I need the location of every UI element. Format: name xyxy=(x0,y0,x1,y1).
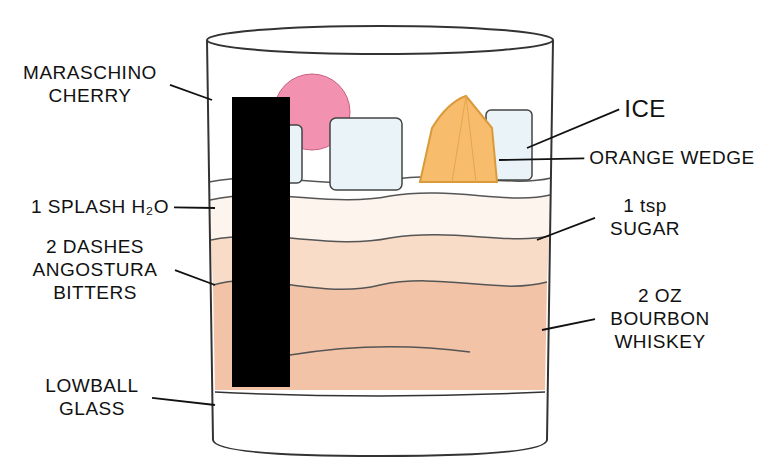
callout-label: LOWBALL GLASS xyxy=(37,375,147,421)
leader-line xyxy=(152,398,215,405)
leader-line xyxy=(537,218,595,240)
bourbon-swirl xyxy=(290,347,470,355)
ice-cube xyxy=(330,118,402,190)
redaction-bar xyxy=(232,97,290,387)
orange-segment xyxy=(452,96,476,182)
callout-label: MARASCHINO CHERRY xyxy=(15,62,165,108)
leader-line xyxy=(527,109,619,148)
leader-line xyxy=(170,85,212,100)
callout-label: 1 SPLASH H₂O xyxy=(31,196,169,219)
glass-outline xyxy=(207,40,553,456)
callout-label: ORANGE WEDGE xyxy=(589,147,754,170)
leader-line xyxy=(174,206,215,208)
callout-label: ICE xyxy=(624,95,666,124)
callout-label: 2 OZ BOURBON WHISKEY xyxy=(600,285,720,353)
leader-line xyxy=(499,158,584,160)
callout-label: 2 DASHES ANGOSTURA BITTERS xyxy=(20,236,170,304)
glass-rim xyxy=(207,26,553,54)
leader-line xyxy=(175,270,215,285)
callout-label: 1 tsp SUGAR xyxy=(600,195,690,241)
orange-wedge xyxy=(420,96,497,182)
glass-base xyxy=(215,392,545,396)
leader-line xyxy=(542,319,595,330)
